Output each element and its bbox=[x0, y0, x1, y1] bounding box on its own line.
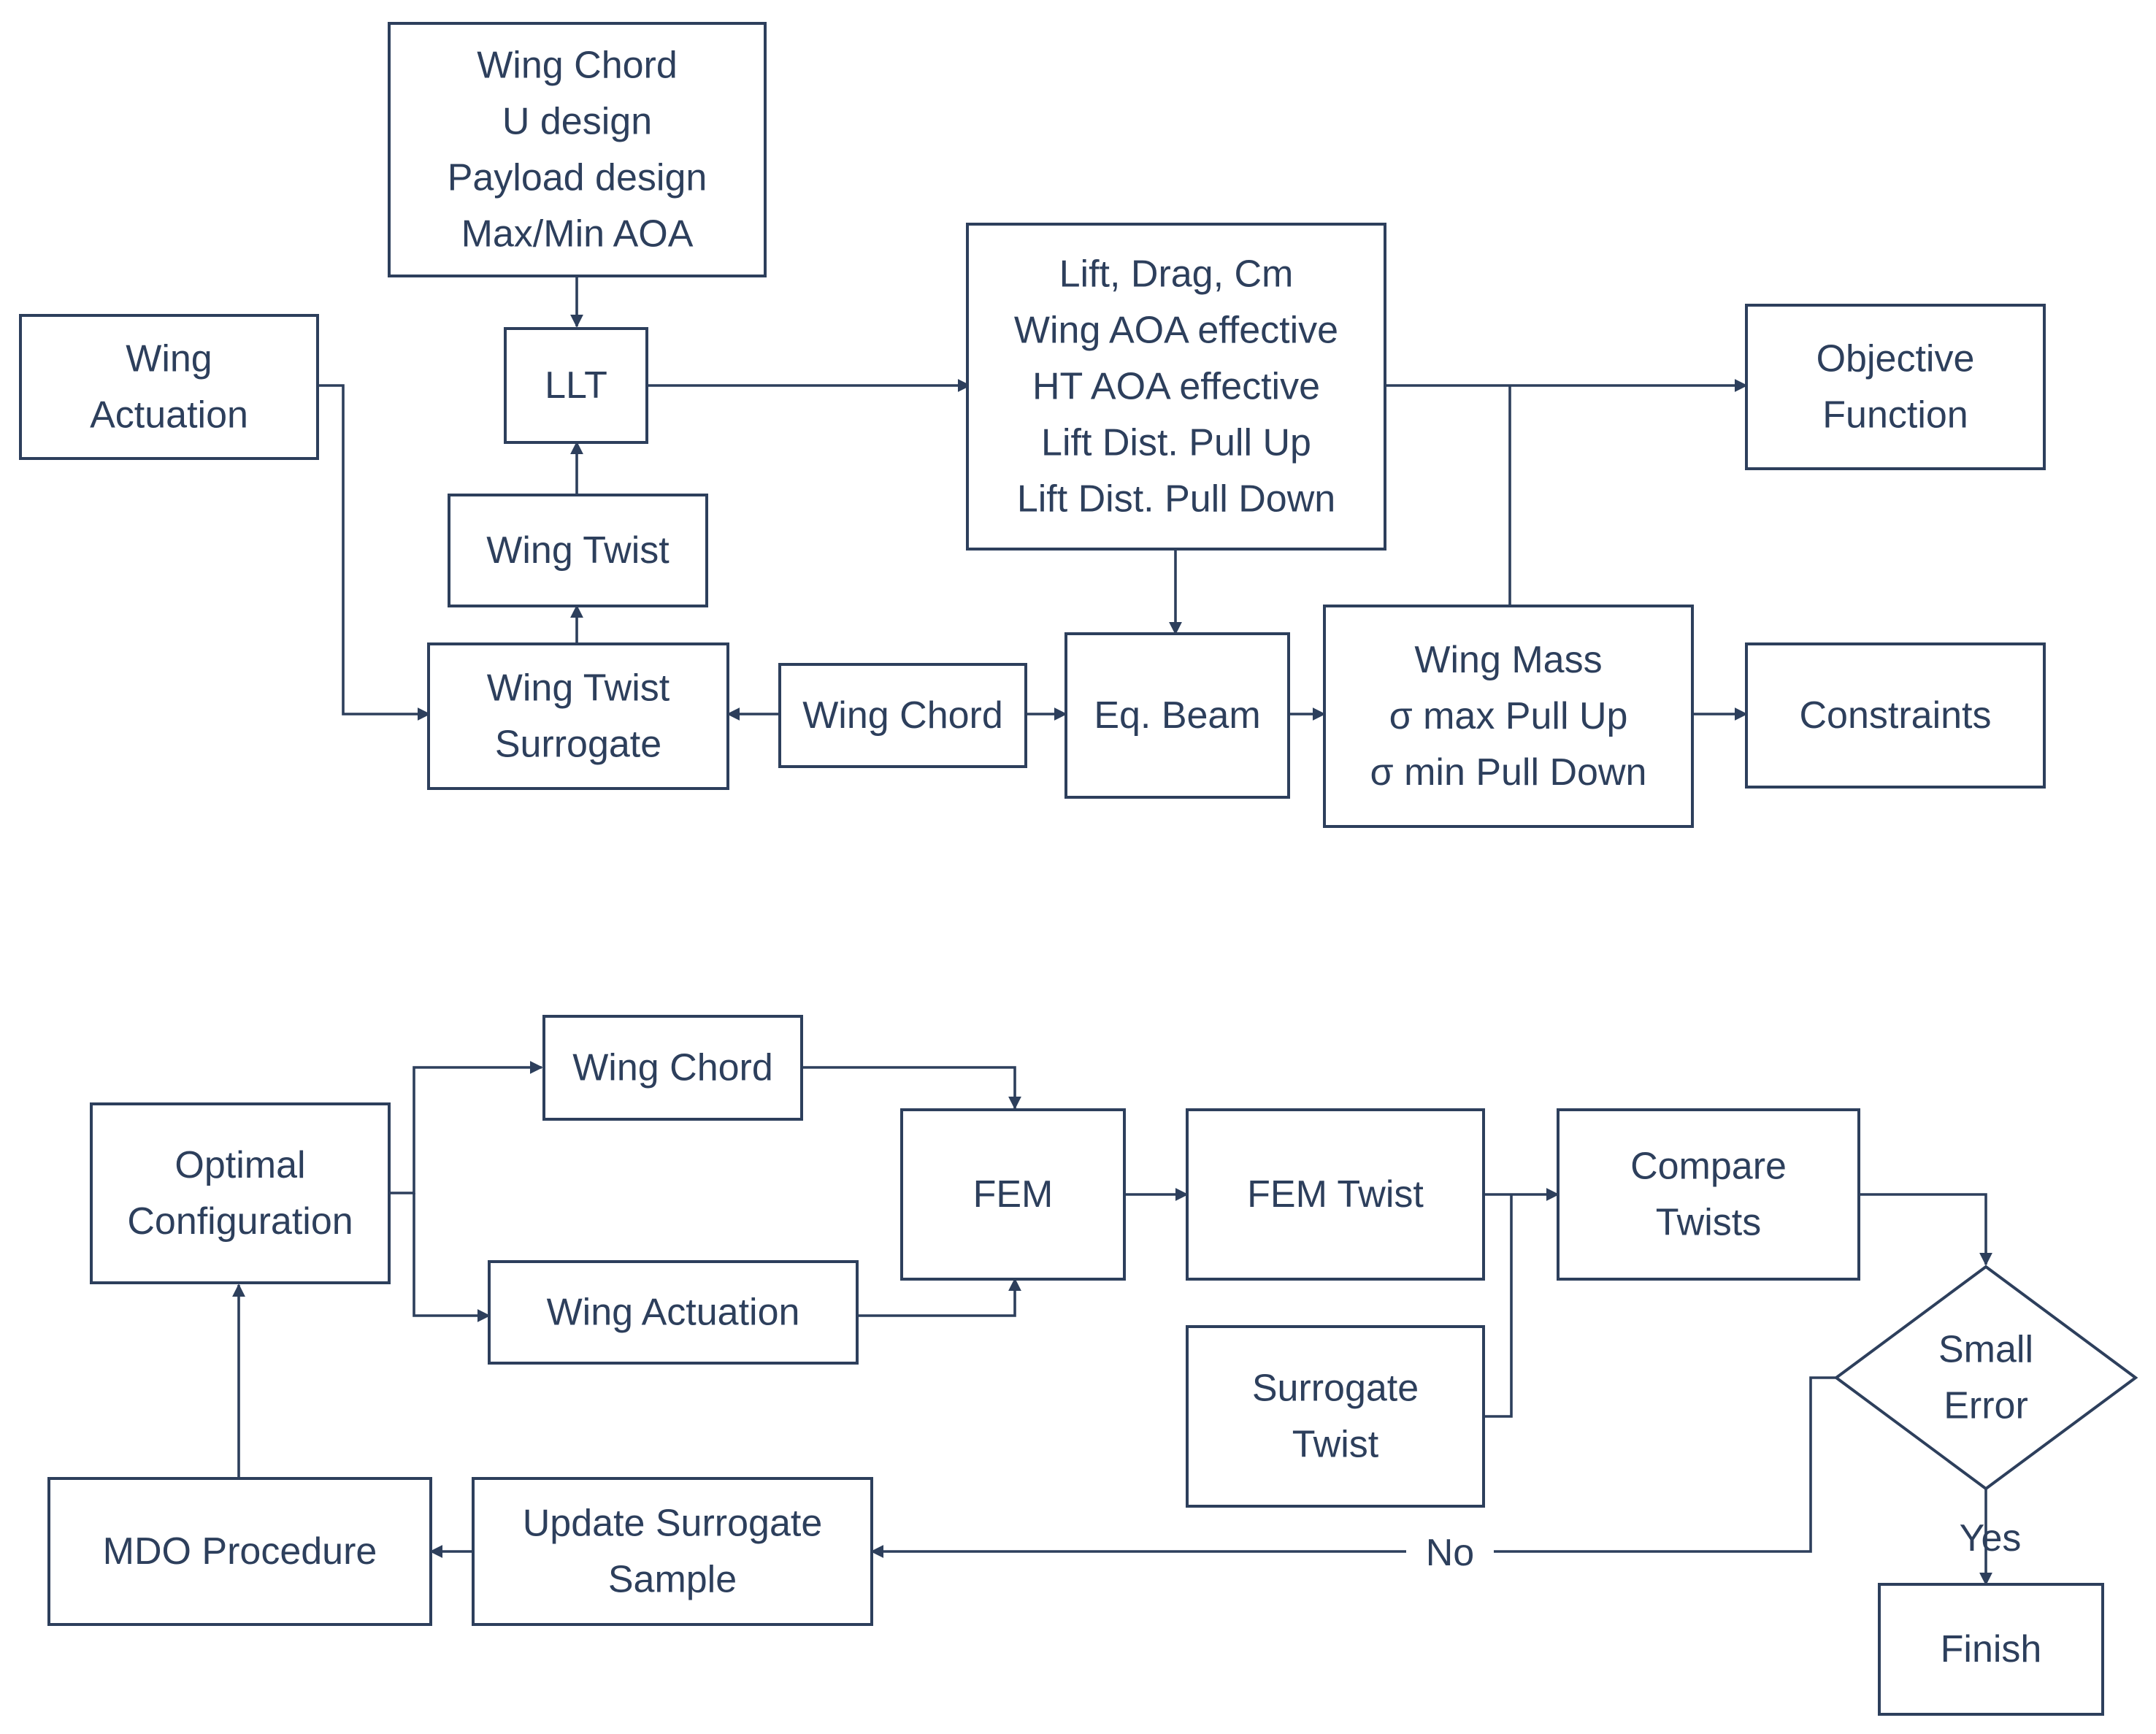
update-surrogate-line-2: Sample bbox=[608, 1559, 737, 1601]
inputs-line-3: Payload design bbox=[448, 157, 707, 199]
compare-twists-line-2: Twists bbox=[1656, 1202, 1761, 1244]
wing-twist-line-1: Wing Twist bbox=[486, 529, 670, 572]
inputs-line-1: Wing Chord bbox=[477, 45, 678, 87]
aero-outputs-line-4: Lift Dist. Pull Up bbox=[1041, 422, 1311, 464]
wing-chord-top-line-1: Wing Chord bbox=[802, 694, 1003, 737]
mdo-procedure-node[interactable]: MDO Procedure bbox=[47, 1477, 432, 1626]
surrogate-twist-line-1: Surrogate bbox=[1252, 1367, 1419, 1410]
objective-line-1: Objective bbox=[1817, 338, 1975, 380]
llt-line-1: LLT bbox=[545, 364, 607, 407]
wing-chord-node[interactable]: Wing Chord bbox=[778, 663, 1027, 768]
optimal-config-line-1: Optimal bbox=[174, 1144, 305, 1186]
fem-twist-box bbox=[1186, 1108, 1485, 1281]
wing-chord-bottom-box bbox=[542, 1015, 803, 1121]
inputs-box bbox=[388, 22, 767, 277]
wing-actuation-bottom-box bbox=[488, 1260, 859, 1365]
compare-twists-line-1: Compare bbox=[1630, 1146, 1787, 1188]
wing-mass-line-2: σ max Pull Up bbox=[1389, 695, 1628, 737]
edge-actuation-to-fem bbox=[857, 1278, 1021, 1317]
edges-top bbox=[318, 276, 1748, 721]
mdo-box bbox=[47, 1477, 432, 1626]
inputs-line-2: U design bbox=[502, 101, 652, 143]
twist-surrogate-line-2: Surrogate bbox=[495, 724, 661, 766]
wing-mass-box bbox=[1323, 605, 1694, 828]
wing-chord-bottom-line-1: Wing Chord bbox=[572, 1047, 773, 1089]
optimal-config-box bbox=[90, 1102, 391, 1284]
aero-outputs-line-1: Lift, Drag, Cm bbox=[1059, 253, 1294, 296]
update-surrogate-line-1: Update Surrogate bbox=[523, 1503, 823, 1545]
finish-node[interactable]: Finish bbox=[1878, 1583, 2104, 1716]
twist-surrogate-box bbox=[427, 642, 729, 790]
compare-twists-box bbox=[1557, 1108, 1860, 1281]
wing-chord-bottom-node[interactable]: Wing Chord bbox=[542, 1015, 803, 1121]
aero-outputs-line-5: Lift Dist. Pull Down bbox=[1017, 478, 1335, 521]
twist-surrogate-line-1: Wing Twist bbox=[487, 667, 670, 710]
fem-twist-line-1: FEM Twist bbox=[1247, 1173, 1424, 1216]
constraints-node[interactable]: Constraints bbox=[1745, 642, 2046, 789]
wing-actuation-bottom-node[interactable]: Wing Actuation bbox=[488, 1260, 859, 1365]
wing-mass-node[interactable]: Wing Mass σ max Pull Up σ min Pull Down bbox=[1323, 605, 1694, 828]
wing-chord-top-box bbox=[778, 663, 1027, 768]
wing-twist-box bbox=[448, 494, 708, 607]
inputs-line-4: Max/Min AOA bbox=[461, 213, 694, 256]
edge-actuation-to-surrogate bbox=[318, 384, 431, 721]
fem-node[interactable]: FEM bbox=[900, 1108, 1126, 1281]
wing-actuation-top-line-1: Wing bbox=[126, 338, 212, 380]
edge-optimal-to-chord bbox=[391, 1061, 543, 1194]
objective-box bbox=[1745, 304, 2046, 470]
edge-compare-to-decision bbox=[1859, 1193, 1992, 1266]
llt-box bbox=[504, 327, 648, 444]
wing-twist-node[interactable]: Wing Twist bbox=[448, 494, 708, 607]
aero-outputs-box bbox=[966, 223, 1386, 550]
surrogate-twist-box bbox=[1186, 1325, 1485, 1508]
yes-label: Yes bbox=[1960, 1517, 2022, 1560]
aero-outputs-node[interactable]: Lift, Drag, Cm Wing AOA effective HT AOA e… bbox=[966, 223, 1386, 550]
finish-box bbox=[1878, 1583, 2104, 1716]
wing-actuation-top-box bbox=[19, 314, 319, 460]
fem-twist-node[interactable]: FEM Twist bbox=[1186, 1108, 1485, 1281]
edge-labels: No Yes bbox=[1406, 1517, 2021, 1574]
aero-outputs-line-3: HT AOA effective bbox=[1032, 366, 1320, 408]
aero-outputs-line-2: Wing AOA effective bbox=[1014, 310, 1338, 352]
update-surrogate-box bbox=[472, 1477, 873, 1626]
finish-line-1: Finish bbox=[1941, 1628, 2042, 1670]
edges-bottom bbox=[232, 1061, 1992, 1586]
wing-actuation-bottom-line-1: Wing Actuation bbox=[547, 1292, 800, 1334]
eq-beam-node[interactable]: Eq. Beam bbox=[1064, 632, 1290, 799]
eq-beam-line-1: Eq. Beam bbox=[1094, 694, 1260, 737]
small-error-line-2: Error bbox=[1944, 1385, 2028, 1427]
wing-actuation-top-line-2: Actuation bbox=[90, 394, 248, 437]
wing-mass-line-1: Wing Mass bbox=[1414, 639, 1602, 681]
constraints-line-1: Constraints bbox=[1800, 694, 1992, 737]
optimal-config-line-2: Configuration bbox=[127, 1200, 353, 1243]
small-error-line-1: Small bbox=[1938, 1329, 2033, 1371]
edge-surrogate-twist-to-compare bbox=[1484, 1194, 1513, 1418]
fem-box bbox=[900, 1108, 1126, 1281]
no-label: No bbox=[1426, 1532, 1474, 1574]
no-label-bg bbox=[1406, 1530, 1494, 1573]
edge-optimal-to-actuation bbox=[413, 1193, 491, 1322]
mdo-line-1: MDO Procedure bbox=[103, 1530, 377, 1573]
edge-decision-no-to-update bbox=[870, 1376, 1840, 1558]
eq-beam-box bbox=[1064, 632, 1290, 799]
surrogate-twist-line-2: Twist bbox=[1292, 1424, 1379, 1466]
wing-mass-line-3: σ min Pull Down bbox=[1370, 751, 1647, 794]
fem-line-1: FEM bbox=[973, 1173, 1054, 1216]
edge-chord-to-fem bbox=[802, 1066, 1021, 1110]
constraints-box bbox=[1745, 642, 2046, 789]
objective-line-2: Function bbox=[1822, 394, 1968, 437]
small-error-diamond bbox=[1833, 1265, 2138, 1491]
llt-node[interactable]: LLT bbox=[504, 327, 648, 444]
